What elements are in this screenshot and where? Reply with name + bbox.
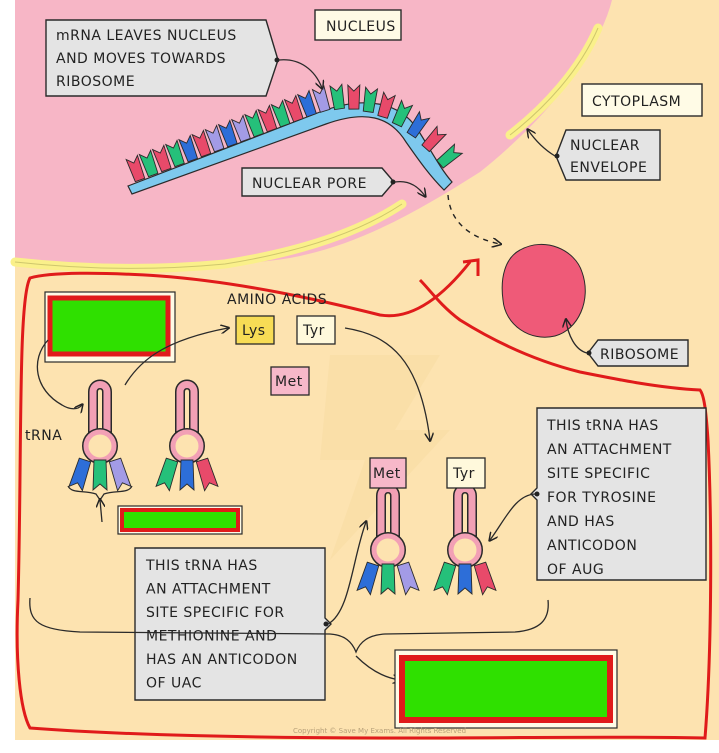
trna-tyr-text-line-2: AN ATTACHMENT [547, 442, 672, 458]
trna-met-callout: THIS tRNA HAS AN ATTACHMENT SITE SPECIFIC … [134, 522, 366, 701]
trna-tyr-text-line-3: SITE SPECIFIC [547, 466, 650, 482]
anticodon-base [380, 563, 396, 596]
mrna-base [362, 86, 379, 114]
anticodon-base [68, 457, 92, 492]
nuclear-envelope-callout: NUCLEAR ENVELOPE [528, 130, 661, 181]
amino-acids-label: AMINO ACIDS [227, 292, 327, 308]
mrna-leaves-line-1: mRNA LEAVES NUCLEUS [56, 28, 237, 44]
anticodon-base [108, 457, 132, 492]
trna-tyr-text-line-7: OF AUG [547, 562, 604, 578]
nuclear-pore-callout: NUCLEAR PORE [241, 167, 425, 196]
met-label: Met [275, 374, 303, 390]
cytoplasm-label-box: CYTOPLASM [581, 83, 703, 117]
anticodon-base [356, 561, 380, 596]
arrow-box-to-trna [36, 339, 82, 409]
mrna-base [347, 83, 361, 110]
trna-tyr-text-line-6: ANTICODON [547, 538, 637, 554]
mrna-base [204, 124, 225, 153]
ribosome [501, 243, 586, 338]
amino-acid-tyr: Tyr [296, 315, 336, 345]
mrna-leaves-line-3: RIBOSOME [56, 74, 135, 90]
mrna-leaves-line-2: AND MOVES TOWARDS [56, 51, 226, 67]
red-outline [15, 261, 713, 740]
trna-tyr-text-line-5: AND HAS [547, 514, 615, 530]
arrow-to-lys [124, 328, 228, 386]
mrna-base [244, 109, 265, 138]
nucleus-label-box: NUCLEUS [314, 9, 402, 41]
anticodon-base [433, 561, 457, 596]
mrna-base [406, 110, 431, 139]
mrna-base [217, 119, 238, 148]
lys-label: Lys [242, 323, 266, 339]
anticodon-base [92, 459, 108, 492]
redacted-box-small [117, 505, 243, 535]
trna-met-text-line-1: THIS tRNA HAS [145, 558, 258, 574]
redacted-box-bottom [394, 649, 618, 729]
trna-1 [68, 379, 132, 492]
trna-met-text-line-3: SITE SPECIFIC FOR [146, 605, 285, 621]
mrna-base [164, 139, 185, 168]
trna-label: tRNA [25, 428, 62, 444]
arrow-tyr-to-trna [344, 327, 430, 440]
mrna-base [391, 99, 414, 128]
mrna-strand [125, 83, 464, 195]
mrna-base [191, 129, 212, 158]
mrna-base [125, 154, 146, 183]
trna-tyr-top: Tyr [446, 457, 486, 489]
ribosome-label: RIBOSOME [600, 347, 679, 363]
mrna-base [377, 90, 396, 119]
mrna-base [283, 94, 304, 123]
mrna-base [230, 114, 251, 143]
anticodon-base [396, 561, 420, 596]
amino-acid-met: Met [270, 366, 310, 396]
nucleus-label: NUCLEUS [326, 19, 396, 35]
copyright-text: Copyright © Save My Exams. All Rights Re… [293, 727, 466, 735]
mrna-base [436, 143, 464, 169]
mrna-base [178, 134, 199, 163]
amino-acid-lys: Lys [235, 315, 275, 345]
anticodon-base [457, 563, 473, 596]
nuclear-envelope-line-2: ENVELOPE [570, 160, 647, 176]
nuclear-envelope-lower [10, 199, 407, 273]
red-arrowhead [462, 258, 480, 276]
mrna-base [270, 99, 291, 128]
trna-tyr-top-label: Tyr [452, 466, 475, 482]
trna-met-top: Met [369, 457, 407, 489]
bottom-brace [29, 597, 549, 654]
mrna-leaves-callout: mRNA LEAVES NUCLEUS AND MOVES TOWARDS RI… [45, 19, 322, 97]
mrna-base [257, 104, 278, 133]
mrna-base [421, 125, 448, 153]
trna-2 [155, 379, 219, 492]
trna-tyr-callout: THIS tRNA HAS AN ATTACHMENT SITE SPECIFIC F… [490, 407, 707, 581]
anticodon-base [195, 457, 219, 492]
tyr-label: Tyr [302, 323, 325, 339]
trna-met-text-line-6: OF UAC [146, 676, 202, 692]
arrow-to-brace [100, 500, 102, 523]
mrna-base [296, 89, 317, 118]
mrna-base [138, 149, 159, 178]
nuclear-envelope-line-1: NUCLEAR [570, 138, 640, 154]
mrna-base [329, 83, 345, 111]
trna-met-text-line-2: AN ATTACHMENT [146, 582, 271, 598]
trna-tyr-text-line-1: THIS tRNA HAS [546, 418, 659, 434]
ribosome-callout: RIBOSOME [566, 320, 689, 367]
anticodon-base [179, 459, 195, 492]
trna-met-text-line-4: METHIONINE AND [146, 629, 277, 645]
redacted-box-top [44, 291, 176, 363]
nuclear-envelope-upper [505, 23, 603, 140]
trna-met-text-line-5: HAS AN ANTICODON [146, 652, 298, 668]
anticodon-base [473, 561, 497, 596]
trna-tyr-text-line-4: FOR TYROSINE [547, 490, 656, 506]
nuclear-pore-label: NUCLEAR PORE [252, 176, 367, 192]
mrna-base [151, 144, 172, 173]
anticodon-base [155, 457, 179, 492]
cytoplasm-label: CYTOPLASM [592, 94, 681, 110]
trna-met-top-label: Met [373, 466, 401, 482]
